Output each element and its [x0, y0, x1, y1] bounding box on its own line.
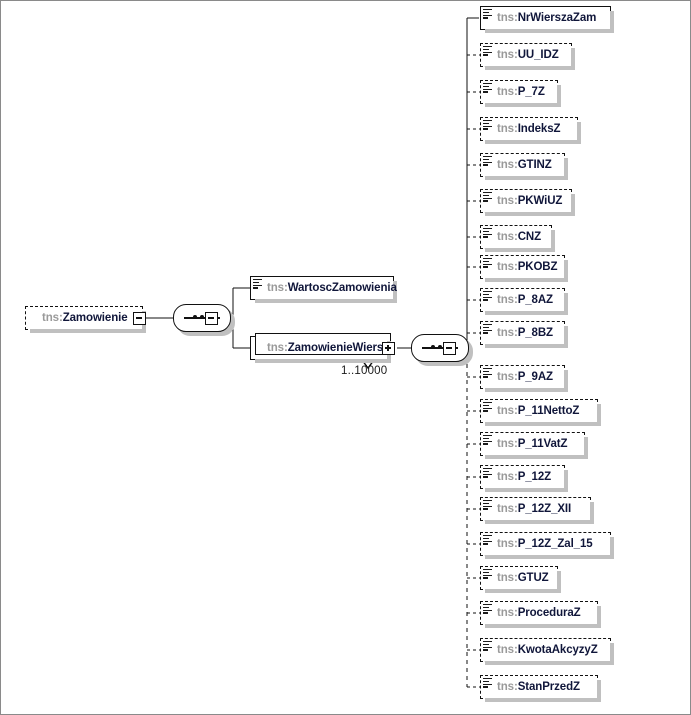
node-pkwiuz-prefix: tns:	[497, 195, 518, 207]
node-zamowieniewiersz-name: ZamowienieWiersz	[287, 342, 389, 354]
node-nrwierszazam-name: NrWierszaZam	[517, 12, 597, 24]
collapse-toggle-zamowienie[interactable]	[133, 312, 146, 325]
node-indeksz[interactable]: tns:IndeksZ	[480, 117, 581, 144]
node-wartosczamowienia[interactable]: tns:WartoscZamowienia	[250, 276, 397, 303]
node-kwotaakcyzyz-name: KwotaAkcyzyZ	[517, 644, 598, 656]
node-kwotaakcyzyz[interactable]: tns:KwotaAkcyzyZ	[480, 638, 614, 665]
node-proceduraz[interactable]: tns:ProceduraZ	[480, 601, 601, 628]
node-pkwiuz[interactable]: tns:PKWiUZ	[480, 189, 575, 216]
node-gtinz-name: GTINZ	[517, 159, 552, 171]
node-proceduraz-prefix: tns:	[497, 607, 518, 619]
occurrence-label-zamowieniewiersz: 1..10000	[341, 365, 388, 377]
node-wartosczamowienia-name: WartoscZamowienia	[287, 282, 397, 294]
node-p_11vatz-name: P_11VatZ	[517, 438, 568, 450]
node-indeksz-name: IndeksZ	[517, 123, 561, 135]
node-p_12z_zal_15[interactable]: tns:P_12Z_Zal_15	[480, 532, 614, 559]
node-p_11nettoz-prefix: tns:	[497, 405, 518, 417]
node-gtuz[interactable]: tns:GTUZ	[480, 566, 561, 593]
node-p_12z[interactable]: tns:P_12Z	[480, 465, 568, 492]
node-zamowienie-prefix: tns:	[42, 312, 63, 324]
node-pkobz-name: PKOBZ	[517, 261, 558, 273]
simple-type-icon	[483, 228, 493, 238]
simple-type-icon	[483, 500, 493, 510]
simple-type-icon	[483, 156, 493, 166]
node-p_12z_zal_15-name: P_12Z_Zal_15	[517, 538, 593, 550]
simple-type-icon	[483, 402, 493, 412]
node-p_8az[interactable]: tns:P_8AZ	[480, 288, 568, 315]
simple-type-icon	[483, 435, 493, 445]
simple-type-icon	[483, 46, 493, 56]
simple-type-icon	[483, 9, 493, 19]
simple-type-icon	[483, 258, 493, 268]
simple-type-icon	[483, 83, 493, 93]
node-wartosczamowienia-prefix: tns:	[267, 282, 288, 294]
node-p_9az[interactable]: tns:P_9AZ	[480, 365, 568, 392]
node-nrwierszazam[interactable]: tns:NrWierszaZam	[480, 6, 614, 33]
simple-type-icon	[483, 291, 493, 301]
node-stanprzedz[interactable]: tns:StanPrzedZ	[480, 675, 601, 702]
node-p_7z[interactable]: tns:P_7Z	[480, 80, 561, 107]
node-p_12z-name: P_12Z	[517, 471, 552, 483]
node-gtuz-prefix: tns:	[497, 572, 518, 584]
node-uu_idz-name: UU_IDZ	[517, 49, 559, 61]
node-pkwiuz-name: PKWiUZ	[517, 195, 563, 207]
node-p_9az-name: P_9AZ	[517, 371, 553, 383]
node-p_12z_xii-name: P_12Z_XII	[517, 503, 572, 515]
node-gtinz-prefix: tns:	[497, 159, 518, 171]
node-cnz-name: CNZ	[517, 231, 542, 243]
simple-type-icon	[483, 120, 493, 130]
simple-type-icon	[483, 324, 493, 334]
node-p_8bz-prefix: tns:	[497, 327, 518, 339]
simple-type-icon	[483, 468, 493, 478]
node-p_12z_zal_15-prefix: tns:	[497, 538, 518, 550]
node-p_8bz[interactable]: tns:P_8BZ	[480, 321, 568, 348]
node-p_7z-name: P_7Z	[517, 86, 545, 98]
node-gtuz-name: GTUZ	[517, 572, 549, 584]
node-pkobz[interactable]: tns:PKOBZ	[480, 255, 568, 282]
node-p_7z-prefix: tns:	[497, 86, 518, 98]
node-p_8az-prefix: tns:	[497, 294, 518, 306]
simple-type-icon	[483, 368, 493, 378]
simple-type-icon	[483, 192, 493, 202]
node-p_11nettoz[interactable]: tns:P_11NettoZ	[480, 399, 601, 426]
expand-toggle-zamowieniewiersz[interactable]	[382, 342, 395, 355]
node-zamowieniewiersz[interactable]: tns:ZamowienieWiersz	[250, 333, 391, 363]
node-p_12z_xii[interactable]: tns:P_12Z_XII	[480, 497, 594, 524]
node-indeksz-prefix: tns:	[497, 123, 518, 135]
node-kwotaakcyzyz-prefix: tns:	[497, 644, 518, 656]
node-uu_idz-prefix: tns:	[497, 49, 518, 61]
node-cnz[interactable]: tns:CNZ	[480, 225, 555, 252]
node-p_12z-prefix: tns:	[497, 471, 518, 483]
simple-type-icon	[483, 535, 493, 545]
node-zamowienie-name: Zamowienie	[62, 312, 128, 324]
node-zamowienie[interactable]: tns:Zamowienie	[25, 306, 146, 333]
node-stanprzedz-prefix: tns:	[497, 681, 518, 693]
node-p_8az-name: P_8AZ	[517, 294, 553, 306]
sequence-compositor-wiersz[interactable]	[411, 334, 473, 366]
collapse-toggle-sequence-wiersz[interactable]	[443, 342, 456, 355]
node-zamowieniewiersz-prefix: tns:	[267, 342, 288, 354]
node-pkobz-prefix: tns:	[497, 261, 518, 273]
collapse-toggle-sequence-root[interactable]	[205, 312, 218, 325]
simple-type-icon	[483, 569, 493, 579]
node-cnz-prefix: tns:	[497, 231, 518, 243]
node-p_11nettoz-name: P_11NettoZ	[517, 405, 580, 417]
node-p_11vatz[interactable]: tns:P_11VatZ	[480, 432, 588, 459]
node-proceduraz-name: ProceduraZ	[517, 607, 581, 619]
node-nrwierszazam-prefix: tns:	[497, 12, 518, 24]
simple-type-icon	[483, 678, 493, 688]
simple-type-icon	[483, 641, 493, 651]
node-p_9az-prefix: tns:	[497, 371, 518, 383]
node-stanprzedz-name: StanPrzedZ	[517, 681, 580, 693]
node-gtinz[interactable]: tns:GTINZ	[480, 153, 568, 180]
node-p_12z_xii-prefix: tns:	[497, 503, 518, 515]
sequence-compositor-root[interactable]	[173, 304, 235, 336]
node-uu_idz[interactable]: tns:UU_IDZ	[480, 43, 575, 70]
node-p_11vatz-prefix: tns:	[497, 438, 518, 450]
simple-type-icon	[253, 279, 263, 289]
simple-type-icon	[483, 604, 493, 614]
node-p_8bz-name: P_8BZ	[517, 327, 553, 339]
